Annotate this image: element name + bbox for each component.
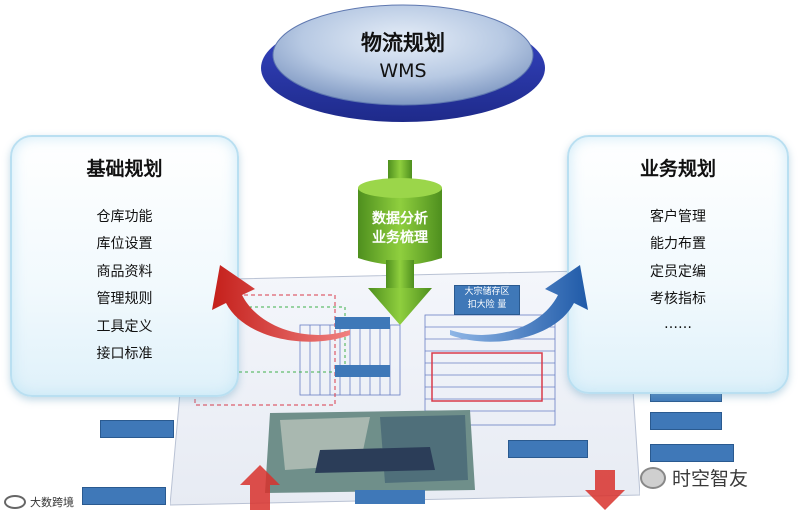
wms-subtitle: WMS bbox=[258, 60, 548, 82]
business-item-ellipsis: …… bbox=[569, 316, 787, 332]
watermark-right-text: 时空智友 bbox=[672, 464, 748, 491]
wms-title: 物流规划 bbox=[258, 27, 548, 57]
watermark-left: 大数跨境 bbox=[4, 494, 74, 510]
business-item: 考核指标 bbox=[569, 288, 787, 308]
curved-arrow-left-red bbox=[200, 255, 360, 345]
floorplan-tag-5 bbox=[650, 444, 734, 462]
floorplan-tag-6 bbox=[508, 440, 588, 458]
basic-item: 库位设置 bbox=[12, 233, 237, 253]
connector-text-line1: 数据分析 bbox=[350, 208, 450, 228]
basic-item: 接口标准 bbox=[12, 343, 237, 363]
floorplan-tag-2 bbox=[82, 487, 166, 505]
watermark-right: 时空智友 bbox=[640, 464, 748, 491]
business-planning-title: 业务规划 bbox=[569, 154, 787, 181]
floorplan-tag-1 bbox=[100, 420, 174, 438]
basic-item: 仓库功能 bbox=[12, 206, 237, 226]
business-item: 能力布置 bbox=[569, 233, 787, 253]
weibo-logo-icon bbox=[4, 495, 26, 509]
watermark-left-text: 大数跨境 bbox=[30, 494, 74, 510]
business-item: 客户管理 bbox=[569, 206, 787, 226]
floorplan-tag-4 bbox=[650, 412, 722, 430]
business-planning-panel: 业务规划 客户管理 能力布置 定员定编 考核指标 …… bbox=[567, 135, 789, 394]
curved-arrow-right-blue bbox=[440, 255, 600, 345]
wechat-logo-icon bbox=[640, 467, 666, 489]
business-item: 定员定编 bbox=[569, 261, 787, 281]
basic-planning-title: 基础规划 bbox=[12, 154, 237, 181]
connector-text-line2: 业务梳理 bbox=[350, 227, 450, 247]
